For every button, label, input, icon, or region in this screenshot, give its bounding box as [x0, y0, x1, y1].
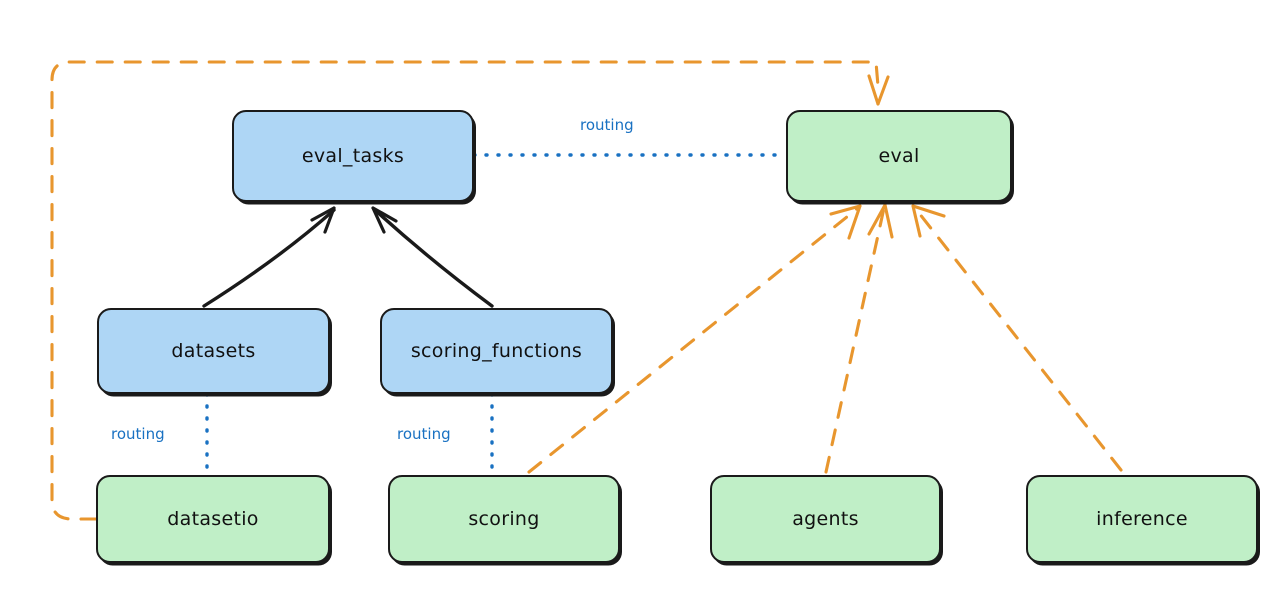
node-label-scoring-functions: scoring_functions	[410, 340, 583, 362]
edge-datasets-to-eval_tasks	[202, 206, 336, 308]
edge-scoring_functions-to-eval_tasks	[371, 206, 494, 308]
edge-agents-to-eval	[824, 203, 894, 474]
node-datasets[interactable]: datasets	[97, 308, 330, 394]
node-datasetio[interactable]: datasetio	[96, 475, 330, 563]
node-scoring[interactable]: scoring	[388, 475, 620, 563]
node-label-inference: inference	[1096, 508, 1188, 530]
edge-label-routing-scoring-functions: routing	[397, 425, 451, 443]
node-scoring-functions[interactable]: scoring_functions	[380, 308, 613, 394]
edge-inference-to-eval	[911, 204, 1123, 472]
node-label-scoring: scoring	[468, 508, 540, 530]
node-eval-tasks[interactable]: eval_tasks	[232, 110, 474, 202]
node-label-agents: agents	[792, 508, 859, 530]
node-label-eval: eval	[878, 145, 920, 167]
node-label-eval-tasks: eval_tasks	[301, 145, 405, 167]
node-label-datasetio: datasetio	[167, 508, 259, 530]
edge-label-routing-datasets: routing	[111, 425, 165, 443]
node-agents[interactable]: agents	[710, 475, 941, 563]
edge-label-routing-eval-tasks: routing	[580, 116, 634, 134]
node-label-datasets: datasets	[171, 340, 256, 362]
node-eval[interactable]: eval	[786, 110, 1012, 202]
node-inference[interactable]: inference	[1026, 475, 1258, 563]
